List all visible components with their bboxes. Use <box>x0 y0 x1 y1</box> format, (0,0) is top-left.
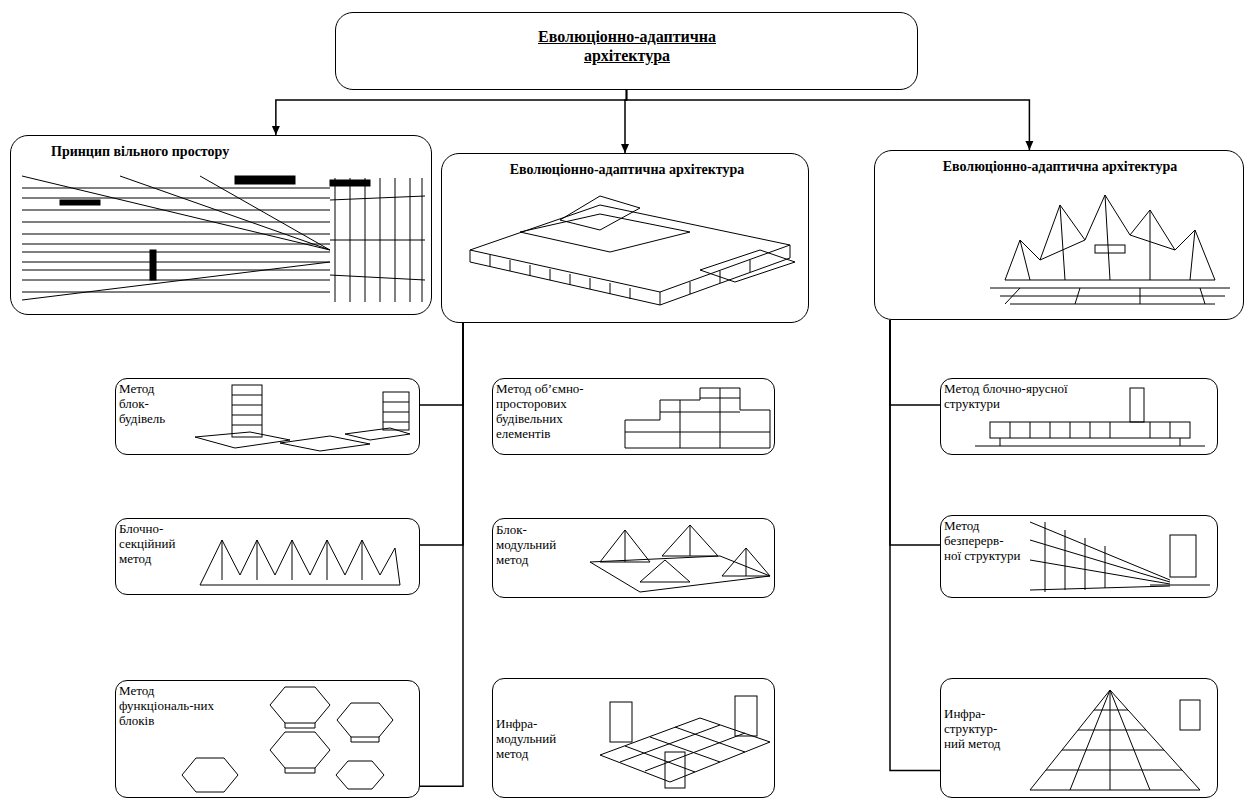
method-label: Инфра- структур- ний метод <box>944 707 1012 752</box>
connector-line <box>420 323 463 786</box>
building-sketch <box>1030 690 1200 790</box>
method-label: Инфра- модульний метод <box>496 717 578 762</box>
connector <box>420 323 463 545</box>
method-label: Блочно- секційний метод <box>119 522 199 567</box>
connector-line <box>890 320 940 405</box>
arrowhead <box>272 126 280 135</box>
arrowhead <box>621 144 629 153</box>
connector <box>890 320 940 770</box>
connector <box>272 90 627 135</box>
method-label: Метод об’ємно- просторових будівельних е… <box>496 382 616 442</box>
method-label: Метод блок- будівель <box>119 382 183 427</box>
box-title: Еволюціонно-адаптична архітектура <box>512 27 742 65</box>
category-box: Принцип вільного простору <box>10 135 432 315</box>
method-box: Инфра- структур- ний метод <box>940 678 1218 798</box>
complex-sketch <box>990 195 1230 304</box>
method-box: Блочно- секційний метод <box>115 518 420 595</box>
category-box: Еволюціонно-адаптична архітектура <box>874 150 1244 320</box>
method-label: Метод безперерв- ної структури <box>944 519 1022 564</box>
connector-line <box>627 90 1030 150</box>
method-box: Метод блок- будівель <box>115 378 420 455</box>
complex-sketch <box>470 196 795 305</box>
connector <box>420 323 463 405</box>
connector-line <box>420 323 463 545</box>
method-label: Блок- модульний метод <box>496 523 578 568</box>
connector-line <box>890 320 940 545</box>
connector-line <box>276 90 627 135</box>
connector <box>627 90 1034 150</box>
building-sketch <box>195 385 410 451</box>
building-sketch <box>600 696 770 788</box>
building-sketch <box>590 525 770 592</box>
method-label: Метод блочно-ярусної структури <box>944 382 1094 412</box>
method-box: Метод блочно-ярусної структури <box>940 378 1218 455</box>
connector <box>890 320 940 405</box>
method-box: Метод безперерв- ної структури <box>940 515 1218 598</box>
connector <box>890 320 940 545</box>
method-box: Метод об’ємно- просторових будівельних е… <box>492 378 775 455</box>
building-sketch <box>625 388 770 448</box>
building-sketch <box>200 540 400 585</box>
building-sketch <box>975 388 1205 446</box>
connector <box>420 323 463 786</box>
box-title: Еволюціонно-адаптична архітектура <box>905 159 1215 176</box>
method-label: Метод функціональ-них блоків <box>119 684 229 729</box>
building-sketch <box>1030 522 1210 592</box>
arrowhead <box>1025 141 1033 150</box>
box-title: Еволюціонно-адаптична архітектура <box>472 162 782 179</box>
connector-line <box>890 320 940 770</box>
category-box: Еволюціонно-адаптична архітектура <box>441 153 809 323</box>
method-box: Метод функціональ-них блоків <box>115 680 420 798</box>
root-box: Еволюціонно-адаптична архітектура <box>335 12 918 90</box>
box-title: Принцип вільного простору <box>51 144 391 161</box>
free-space-sketch <box>22 176 425 302</box>
connector-line <box>420 323 463 405</box>
method-box: Блок- модульний метод <box>492 518 775 598</box>
method-box: Инфра- модульний метод <box>492 678 775 798</box>
